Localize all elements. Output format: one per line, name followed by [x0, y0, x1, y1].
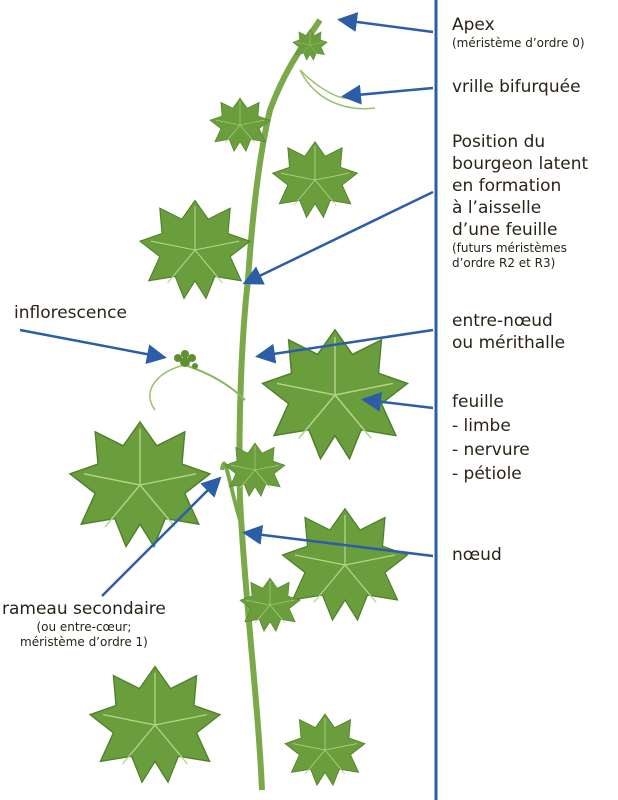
label-vrille: vrille bifurquée	[452, 77, 581, 97]
label-entre-noeud: entre-nœud ou mérithalle	[452, 310, 565, 354]
apex-sub: (méristème d’ordre 0)	[452, 36, 585, 50]
arrow-rameau	[101, 476, 222, 597]
arrow-bourgeon	[242, 190, 434, 285]
feuille-line: - limbe	[452, 416, 511, 436]
label-inflorescence: inflorescence	[14, 303, 127, 323]
bourgeon-sub: d’ordre R2 et R3)	[452, 256, 556, 270]
arrow-feuille	[361, 391, 434, 412]
inflorescence-cluster	[174, 350, 198, 369]
label-rameau: rameau secondaire (ou entre-cœur; mérist…	[2, 598, 166, 650]
bourgeon-line: d’une feuille	[452, 220, 558, 240]
apex-title: Apex	[452, 15, 495, 35]
bourgeon-line: Position du	[452, 132, 546, 152]
arrow-vrille	[341, 84, 434, 105]
arrow-inflorescence	[19, 328, 167, 365]
arrows	[19, 12, 434, 597]
vine-stem	[149, 18, 376, 791]
feuille-line: feuille	[452, 392, 504, 412]
rameau-sub: (ou entre-cœur;	[36, 620, 132, 634]
rameau-title: rameau secondaire	[2, 599, 166, 619]
entre-noeud-line: entre-nœud	[452, 311, 553, 331]
arrow-noeud	[242, 524, 434, 558]
bourgeon-line: bourgeon latent	[452, 154, 589, 174]
bourgeon-sub: (futurs méristèmes	[452, 241, 567, 255]
bourgeon-line: à l’aisselle	[452, 198, 542, 218]
rameau-sub: méristème d’ordre 1)	[20, 635, 148, 649]
label-bourgeon: Position du bourgeon latent en formation…	[452, 131, 588, 271]
bourgeon-line: en formation	[452, 176, 562, 196]
label-apex: Apex (méristème d’ordre 0)	[452, 14, 585, 51]
feuille-line: - pétiole	[452, 464, 522, 484]
arrow-entre-noeud	[255, 328, 434, 364]
feuille-line: - nervure	[452, 440, 530, 460]
entre-noeud-line: ou mérithalle	[452, 333, 566, 353]
label-noeud: nœud	[452, 545, 502, 565]
arrow-apex	[337, 12, 434, 34]
label-feuille: feuille - limbe - nervure - pétiole	[452, 390, 530, 486]
